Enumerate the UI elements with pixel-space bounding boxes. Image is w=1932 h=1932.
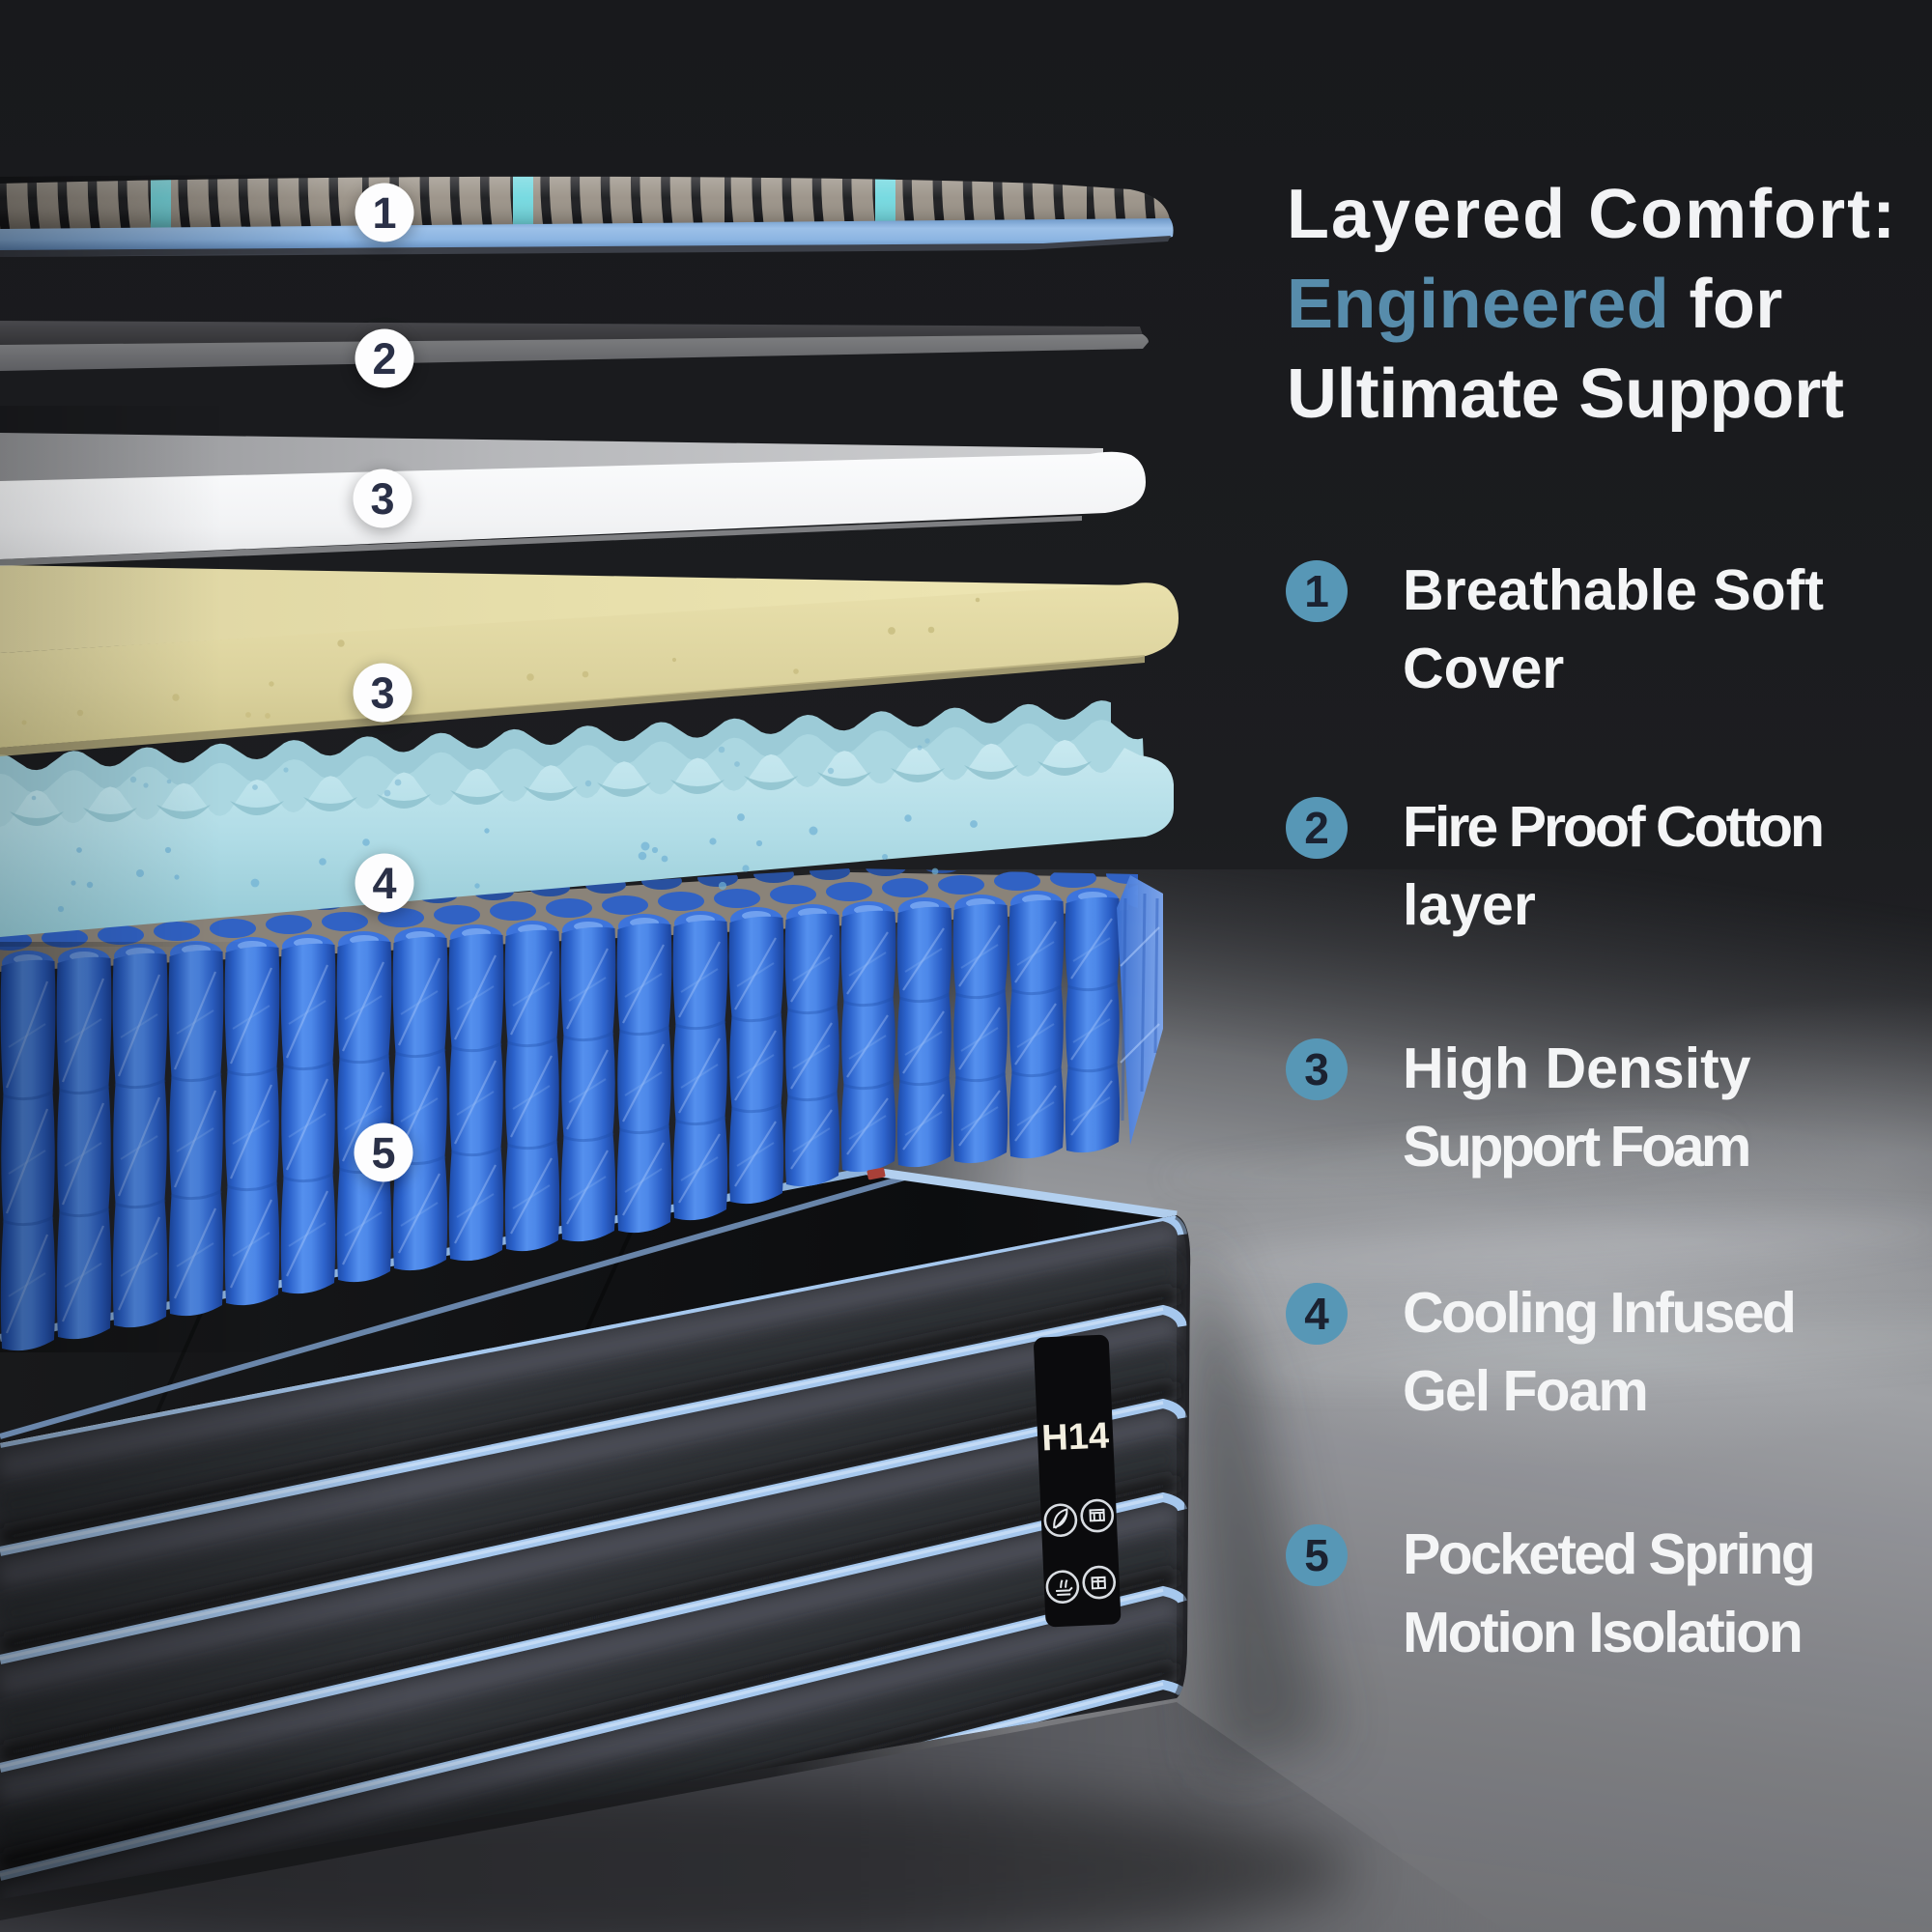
svg-text:Pocketed Spring: Pocketed Spring — [1403, 1522, 1813, 1586]
svg-text:4: 4 — [372, 859, 396, 908]
svg-text:Gel Foam: Gel Foam — [1403, 1359, 1647, 1423]
svg-text:Motion Isolation: Motion Isolation — [1403, 1601, 1801, 1664]
svg-text:Engineered for: Engineered for — [1287, 266, 1783, 343]
svg-text:Cover: Cover — [1403, 637, 1564, 700]
svg-text:5: 5 — [371, 1128, 395, 1178]
svg-text:Layered Comfort:: Layered Comfort: — [1287, 176, 1897, 253]
svg-text:Cooling Infused: Cooling Infused — [1403, 1281, 1794, 1345]
svg-text:3: 3 — [370, 474, 394, 524]
svg-text:1: 1 — [372, 188, 396, 238]
svg-text:layer: layer — [1403, 873, 1536, 937]
svg-text:H14: H14 — [1040, 1415, 1109, 1459]
svg-text:High Density: High Density — [1403, 1037, 1751, 1100]
svg-text:Fire Proof Cotton: Fire Proof Cotton — [1403, 795, 1822, 859]
svg-text:2: 2 — [1304, 803, 1329, 853]
svg-text:Support Foam: Support Foam — [1403, 1115, 1748, 1179]
svg-text:5: 5 — [1304, 1530, 1329, 1580]
svg-text:4: 4 — [1304, 1289, 1329, 1339]
svg-text:2: 2 — [372, 334, 396, 384]
svg-text:1: 1 — [1304, 566, 1329, 616]
svg-text:3: 3 — [370, 668, 394, 718]
svg-text:3: 3 — [1304, 1044, 1329, 1094]
svg-text:Ultimate Support: Ultimate Support — [1287, 355, 1844, 433]
svg-text:Breathable Soft: Breathable Soft — [1403, 558, 1824, 622]
